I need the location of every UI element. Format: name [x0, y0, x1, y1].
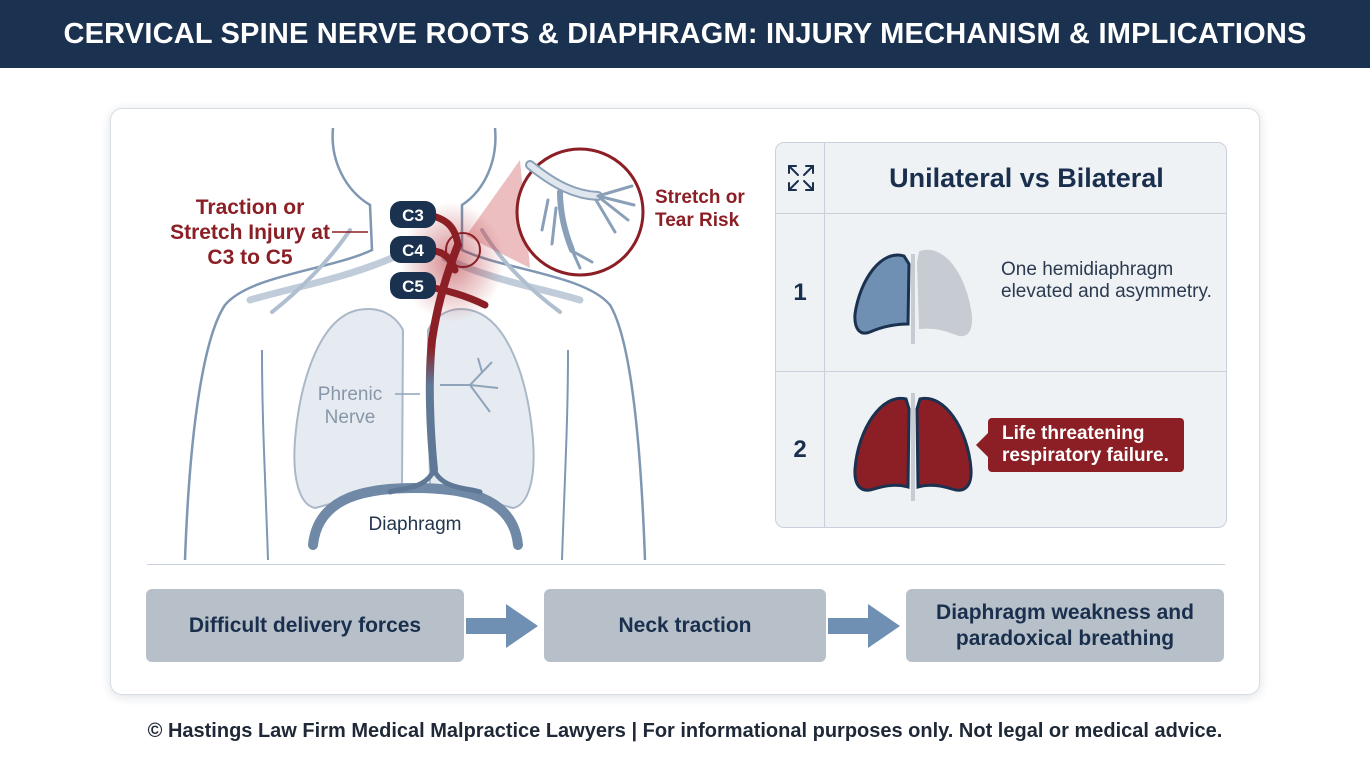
unilateral-description: One hemidiaphragm elevated and asymmetry…: [1001, 259, 1212, 302]
flow-arrow-icon: [828, 604, 900, 648]
flow-step-diaphragm-weakness: Diaphragm weakness and paradoxical breat…: [906, 589, 1224, 662]
flow-arrow-icon: [466, 604, 538, 648]
bilateral-lungs-icon: [853, 393, 973, 501]
injury-label: Traction or Stretch Injury at C3 to C5: [170, 196, 330, 269]
panel-divider: [776, 213, 1226, 214]
page-title: CERVICAL SPINE NERVE ROOTS & DIAPHRAGM: …: [0, 0, 1370, 68]
zoom-label: Stretch or Tear Risk: [655, 187, 745, 231]
row-number: 2: [793, 436, 807, 463]
row-number: 1: [793, 279, 807, 306]
unilateral-lungs-icon: [853, 249, 973, 344]
section-divider: [147, 564, 1225, 565]
flow-step-neck-traction: Neck traction: [544, 589, 826, 662]
comparison-title: Unilateral vs Bilateral: [889, 162, 1164, 193]
panel-divider: [824, 143, 825, 527]
flow-step-delivery-forces: Difficult delivery forces: [146, 589, 464, 662]
respiratory-failure-badge: Life threatening respiratory failure.: [976, 418, 1184, 472]
phrenic-nerve-label: Phrenic Nerve: [317, 384, 383, 428]
diaphragm-label: Diaphragm: [368, 514, 462, 535]
footer-disclaimer: © Hastings Law Firm Medical Malpractice …: [147, 720, 1223, 742]
panel-divider: [776, 371, 1226, 372]
expand-arrows-icon: [788, 165, 814, 191]
comparison-panel: Unilateral vs Bilateral 1 One hemidiaphr…: [775, 142, 1227, 528]
